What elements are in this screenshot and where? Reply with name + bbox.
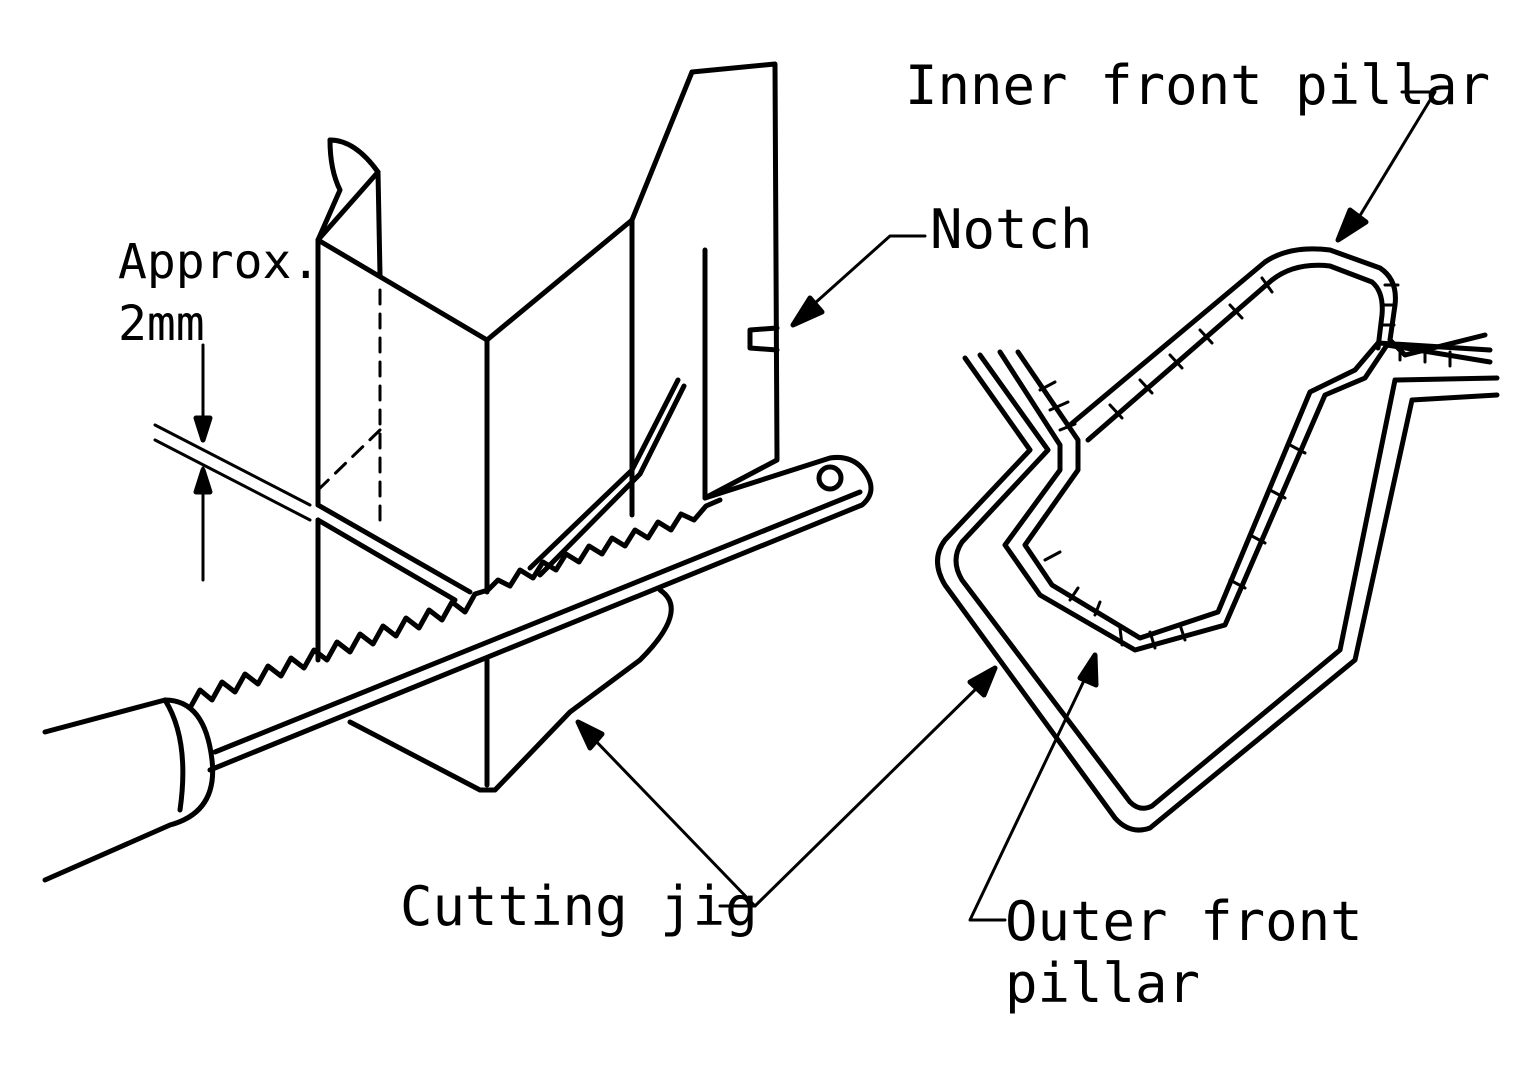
saw [42,455,874,883]
saw-handle [42,697,216,883]
saw-teeth [187,497,723,711]
label-outer-front-pillar-line2: pillar [1005,952,1200,1015]
pillar-cross-section [935,246,1500,833]
outer-front-pillar [997,342,1493,653]
pillar-section-piece [315,61,780,663]
label-notch: Notch [930,198,1093,261]
dimension-marker [153,343,312,582]
label-cutting-jig: Cutting jig [400,875,758,938]
label-dimension: 2mm [118,296,205,352]
cutting-jig-right [935,355,1500,833]
label-approx: Approx. [118,234,320,290]
leader-lines [575,90,1437,922]
label-outer-front-pillar-line1: Outer front [1005,890,1363,953]
cutting-jig-left [347,587,674,793]
inner-front-pillar [1067,246,1488,428]
label-inner-front-pillar: Inner front pillar [905,54,1490,117]
notch-cutout [747,325,780,353]
